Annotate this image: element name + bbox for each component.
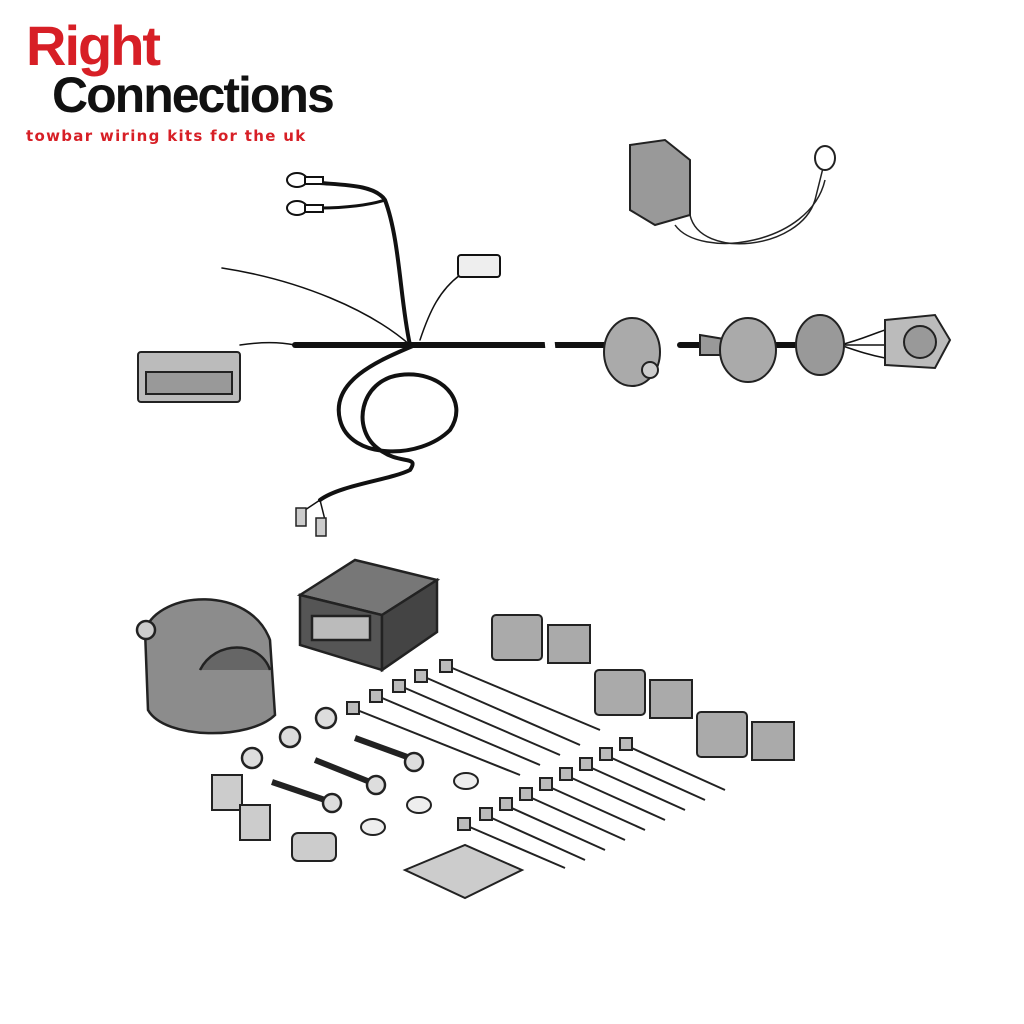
rubber-grommet-icon — [603, 314, 845, 387]
7pin-socket-icon — [135, 598, 277, 735]
ring-terminal-icon — [286, 172, 324, 216]
nuts-icon — [240, 706, 338, 770]
bullet-connector-icon — [295, 507, 327, 537]
foam-pad-icon — [291, 832, 337, 862]
wiring-harness — [221, 181, 886, 521]
vehicle-connector-icon — [137, 351, 241, 403]
logo-word-right: Right — [26, 14, 161, 77]
logo-tagline: towbar wiring kits for the uk — [26, 127, 307, 145]
logo-word-connections: Connections — [52, 67, 335, 123]
blade-fuses-icon — [211, 774, 271, 841]
fuse-holder-icon — [629, 138, 836, 245]
relay-plug-icon — [457, 254, 501, 278]
washers-icon — [360, 772, 479, 836]
splice-connectors-icon — [491, 614, 795, 761]
round-13pin-plug-icon — [884, 313, 952, 370]
bolts-icon — [271, 735, 425, 814]
cable-ties-icon — [346, 659, 726, 869]
adhesive-pad-icon — [402, 843, 525, 900]
bypass-relay-module-icon — [296, 558, 441, 673]
